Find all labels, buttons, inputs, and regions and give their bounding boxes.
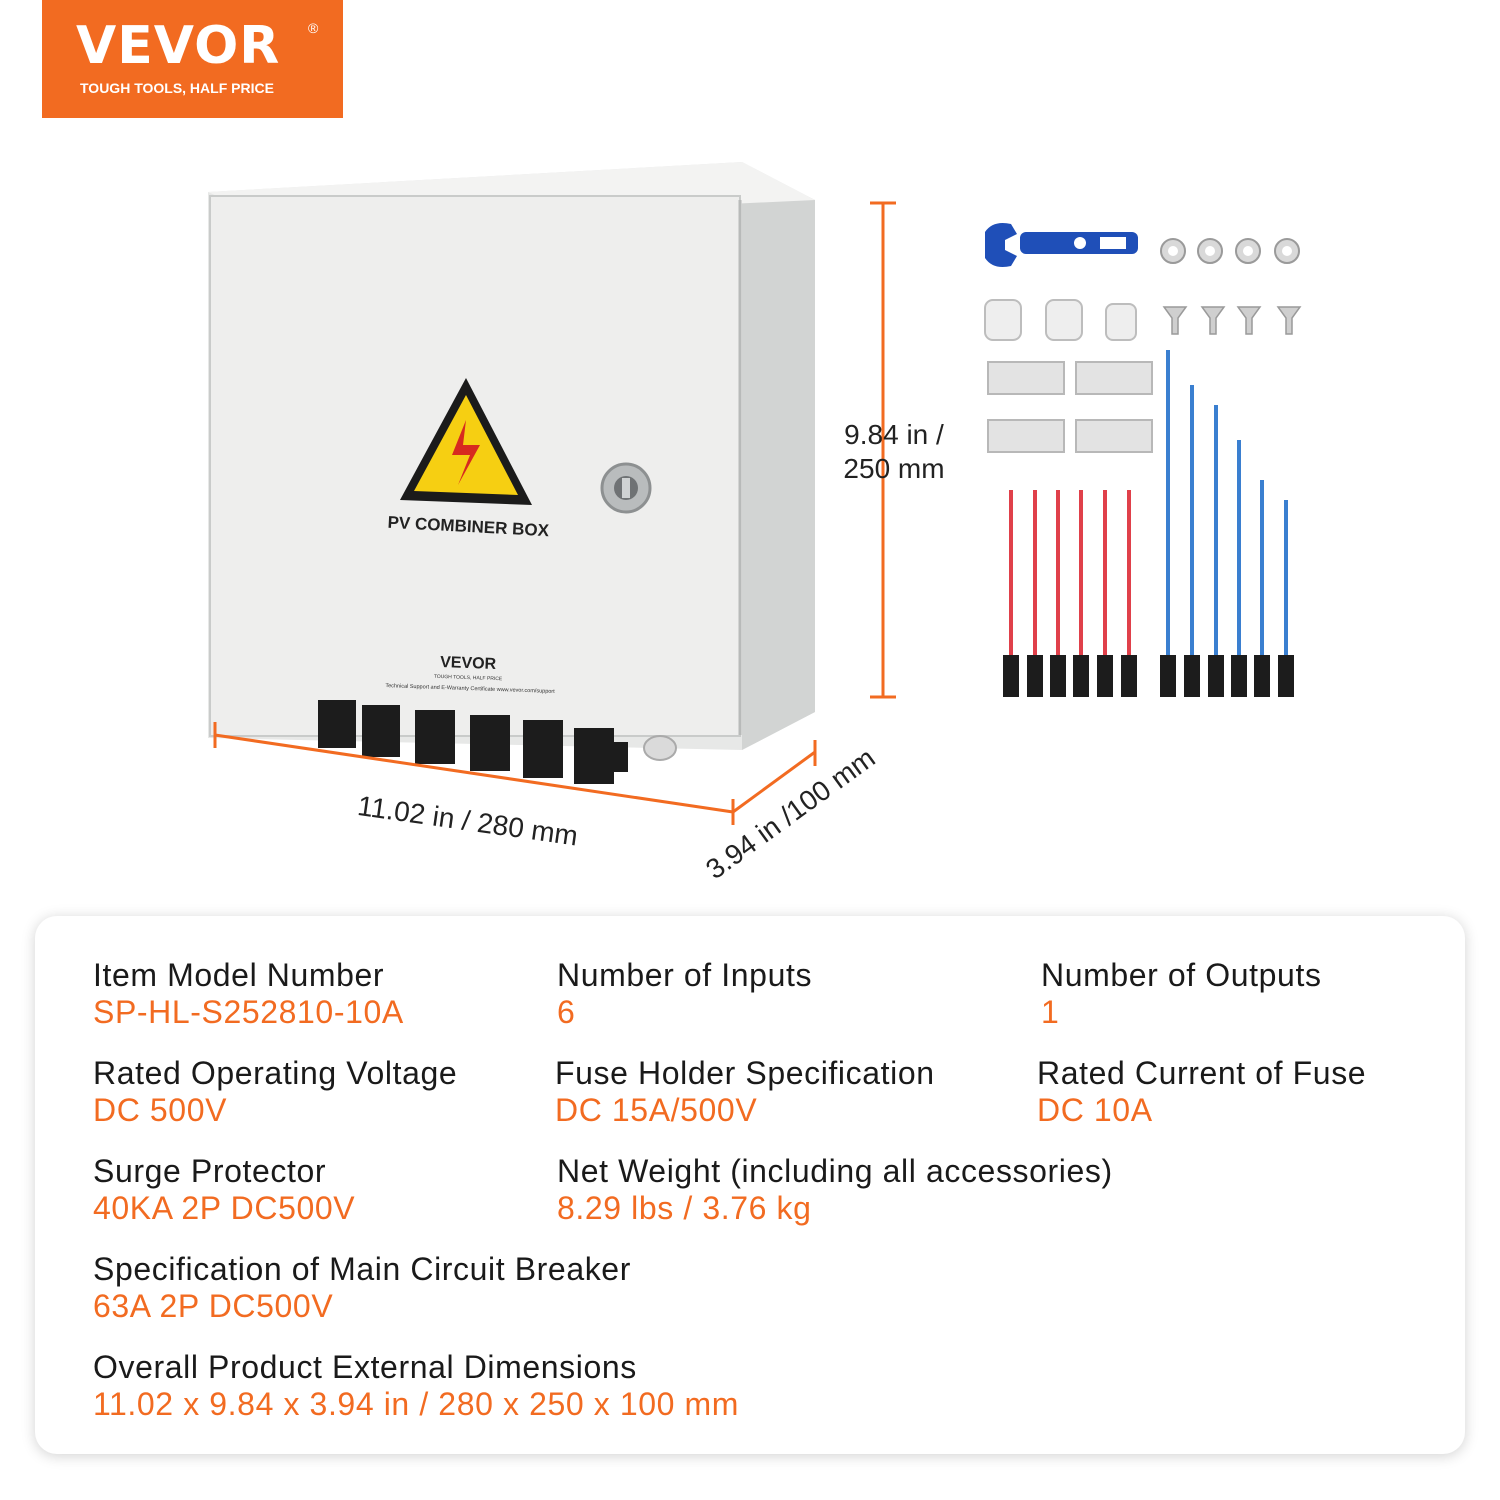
plate-support-text: Technical Support and E-Warranty Certifi… xyxy=(385,683,555,695)
spec-value: DC 15A/500V xyxy=(555,1092,758,1128)
spec-value: 63A 2P DC500V xyxy=(93,1288,334,1324)
door-lock-icon xyxy=(600,462,652,514)
spec-rated-current-fuse: Rated Current of Fuse DC 10A xyxy=(1037,1054,1366,1128)
spec-value: 11.02 x 9.84 x 3.94 in / 280 x 250 x 100… xyxy=(93,1386,740,1422)
height-in-text: 9.84 in / xyxy=(844,419,944,450)
spec-value: 1 xyxy=(1041,994,1060,1030)
height-mm-text: 250 mm xyxy=(843,453,945,484)
bottom-connectors xyxy=(318,700,628,784)
red-pv-cables xyxy=(1003,490,1137,697)
spec-label: Number of Outputs xyxy=(1041,957,1322,993)
spec-label: Surge Protector xyxy=(93,1153,327,1189)
height-dimension-line xyxy=(870,201,896,699)
product-illustration: PV COMBINER BOX VEVOR TOUGH TOOLS, HALF … xyxy=(208,162,1302,825)
combiner-box: PV COMBINER BOX VEVOR TOUGH TOOLS, HALF … xyxy=(208,162,815,784)
height-dimension-label: 9.84 in / 250 mm xyxy=(834,418,954,486)
spec-label: Net Weight (including all accessories) xyxy=(557,1153,1113,1189)
spec-label: Rated Current of Fuse xyxy=(1037,1055,1367,1091)
spec-value: SP-HL-S252810-10A xyxy=(93,994,404,1030)
high-voltage-warning-icon xyxy=(400,378,532,505)
mounting-bracket-icons xyxy=(987,361,1153,453)
spec-label: Overall Product External Dimensions xyxy=(93,1349,637,1385)
spec-surge-protector: Surge Protector 40KA 2P DC500V xyxy=(93,1152,355,1226)
spec-value: 6 xyxy=(557,994,576,1030)
logo-tagline: TOUGH TOOLS, HALF PRICE xyxy=(80,80,274,96)
spec-label: Fuse Holder Specification xyxy=(555,1055,935,1091)
specifications-panel: Item Model Number SP-HL-S252810-10A Numb… xyxy=(35,916,1465,1454)
spec-external-dimensions: Overall Product External Dimensions 11.0… xyxy=(93,1348,739,1422)
vevor-logo: VEVOR ® TOUGH TOOLS, HALF PRICE xyxy=(42,0,343,118)
cable-gland-icons xyxy=(984,299,1137,341)
blue-pv-cables xyxy=(1160,350,1294,697)
spec-main-circuit-breaker: Specification of Main Circuit Breaker 63… xyxy=(93,1250,631,1324)
spec-value: DC 500V xyxy=(93,1092,228,1128)
depth-dimension-line xyxy=(732,740,817,814)
spec-rated-operating-voltage: Rated Operating Voltage DC 500V xyxy=(93,1054,457,1128)
spec-number-of-inputs: Number of Inputs 6 xyxy=(557,956,812,1030)
wrench-icon xyxy=(985,223,1138,267)
spec-model-number: Item Model Number SP-HL-S252810-10A xyxy=(93,956,404,1030)
screw-icons xyxy=(1162,306,1302,335)
spec-label: Rated Operating Voltage xyxy=(93,1055,458,1091)
cable-gland-icon xyxy=(643,735,677,761)
spec-net-weight: Net Weight (including all accessories) 8… xyxy=(557,1152,1113,1226)
accessories xyxy=(984,223,1302,697)
logo-registered-mark: ® xyxy=(308,20,319,36)
spec-value: 8.29 lbs / 3.76 kg xyxy=(557,1190,812,1226)
spec-value: 40KA 2P DC500V xyxy=(93,1190,356,1226)
plate-brand: VEVOR xyxy=(440,654,497,673)
logo-brand: VEVOR xyxy=(76,16,281,76)
plate-tagline: TOUGH TOOLS, HALF PRICE xyxy=(434,674,503,682)
washer-icons xyxy=(1160,238,1300,264)
spec-value: DC 10A xyxy=(1037,1092,1153,1128)
spec-label: Specification of Main Circuit Breaker xyxy=(93,1251,631,1287)
spec-label: Item Model Number xyxy=(93,957,385,993)
spec-number-of-outputs: Number of Outputs 1 xyxy=(1041,956,1322,1030)
spec-fuse-holder: Fuse Holder Specification DC 15A/500V xyxy=(555,1054,935,1128)
spec-label: Number of Inputs xyxy=(557,957,813,993)
